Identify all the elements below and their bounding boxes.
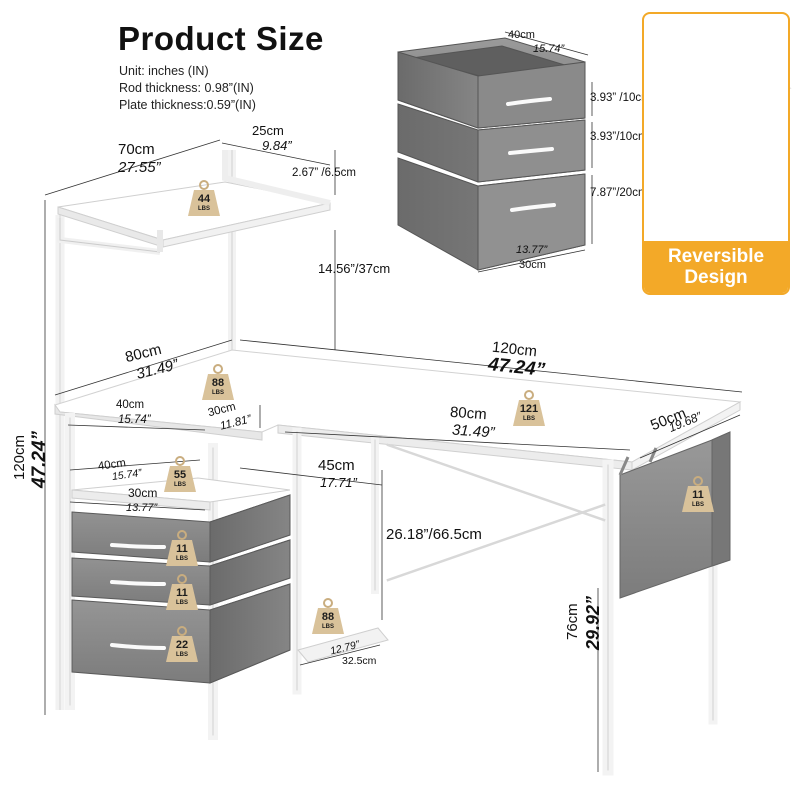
foot-length-cm: 32.5cm	[342, 655, 377, 667]
badge-unit: LBS	[174, 482, 186, 488]
cabinet-width-cm: 30cm	[128, 486, 158, 500]
drawer3-height: 7.87”/20cm	[590, 187, 648, 199]
badge-unit: LBS	[176, 652, 188, 658]
unit-spec: Unit: inches (IN)	[119, 64, 209, 78]
weight-badge-icon: 44 LBS	[186, 180, 222, 218]
badge-value: 121	[519, 403, 539, 415]
badge-unit: LBS	[692, 502, 704, 508]
plate-thickness-spec: Plate thickness:0.59”(IN)	[119, 98, 256, 112]
rod-thickness-spec: Rod thickness: 0.98”(IN)	[119, 81, 254, 95]
drawer-top-width-in: 15.74”	[533, 43, 565, 55]
desk-height-in: 29.92”	[583, 595, 603, 650]
knee-height: 26.18”/66.5cm	[386, 526, 482, 543]
drawer-dim-lines	[477, 31, 593, 273]
overall-height-cm: 120cm	[11, 434, 28, 480]
badge-value: 22	[175, 639, 189, 651]
badge-value: 88	[321, 611, 335, 623]
storage-bag	[618, 431, 731, 599]
badge-value: 11	[692, 489, 704, 501]
shelf-depth-in: 27.55”	[118, 159, 161, 176]
badge-unit: LBS	[523, 416, 535, 422]
reversible-line-2: Design	[684, 267, 748, 288]
standalone-drawer-handles	[506, 97, 556, 212]
cabinet-drawer-handles	[110, 543, 166, 650]
weight-badge-icon: 22 LBS	[164, 626, 200, 664]
desk-height-cm: 76cm	[564, 603, 581, 640]
shelf-width-cm: 25cm	[252, 123, 284, 138]
main-length-cm: 80cm	[449, 403, 488, 424]
reversible-design-label: Reversible Design	[644, 241, 788, 293]
drawer-bottom-width-cm: 30cm	[519, 259, 546, 271]
badge-unit: LBS	[198, 206, 210, 212]
standalone-drawers	[397, 37, 586, 271]
inner-left-cm: 40cm	[116, 399, 145, 411]
badge-value: 55	[173, 469, 187, 481]
weight-badge-icon: 88 LBS	[310, 598, 346, 636]
badge-unit: LBS	[322, 624, 334, 630]
shelf-width-in: 9.84”	[262, 138, 292, 153]
weight-badge-icon: 11 LBS	[164, 530, 200, 568]
overall-height-in: 47.24”	[29, 430, 50, 488]
leg-gap-in: 17.71”	[320, 475, 357, 490]
badge-value: 44	[197, 193, 211, 205]
weight-badge-icon: 88 LBS	[200, 364, 236, 402]
badge-value: 88	[211, 377, 225, 389]
badge-unit: LBS	[176, 556, 188, 562]
weight-badge-icon: 11 LBS	[680, 476, 716, 514]
leg-gap-cm: 45cm	[318, 457, 355, 474]
drawer2-height: 3.93”/10cm	[590, 131, 648, 143]
drawer-bottom-width-in: 13.77”	[516, 244, 548, 256]
weight-badge-icon: 121 LBS	[511, 390, 547, 428]
reversible-line-1: Reversible	[667, 246, 765, 267]
dimension-lines	[44, 139, 743, 772]
drawer-top-width-cm: 40cm	[508, 29, 535, 41]
main-length-in: 31.49”	[451, 421, 496, 442]
shelf-gap-height: 14.56”/37cm	[318, 261, 391, 276]
page-title: Product Size	[118, 20, 324, 57]
weight-badge-icon: 55 LBS	[162, 456, 198, 494]
shelf-lip-height: 2.67” /6.5cm	[292, 167, 356, 179]
badge-unit: LBS	[212, 390, 224, 396]
inner-left-in: 15.74”	[118, 414, 151, 426]
shelf-depth-cm: 70cm	[118, 141, 155, 158]
badge-unit: LBS	[176, 600, 188, 606]
cabinet-width-in: 13.77”	[126, 502, 158, 514]
weight-badge-icon: 11 LBS	[164, 574, 200, 612]
badge-value: 11	[176, 543, 188, 555]
drawer1-height: 3.93” /10cm	[590, 92, 651, 104]
reversible-design-panel: Reversible Design	[642, 12, 790, 295]
badge-value: 11	[176, 587, 188, 599]
